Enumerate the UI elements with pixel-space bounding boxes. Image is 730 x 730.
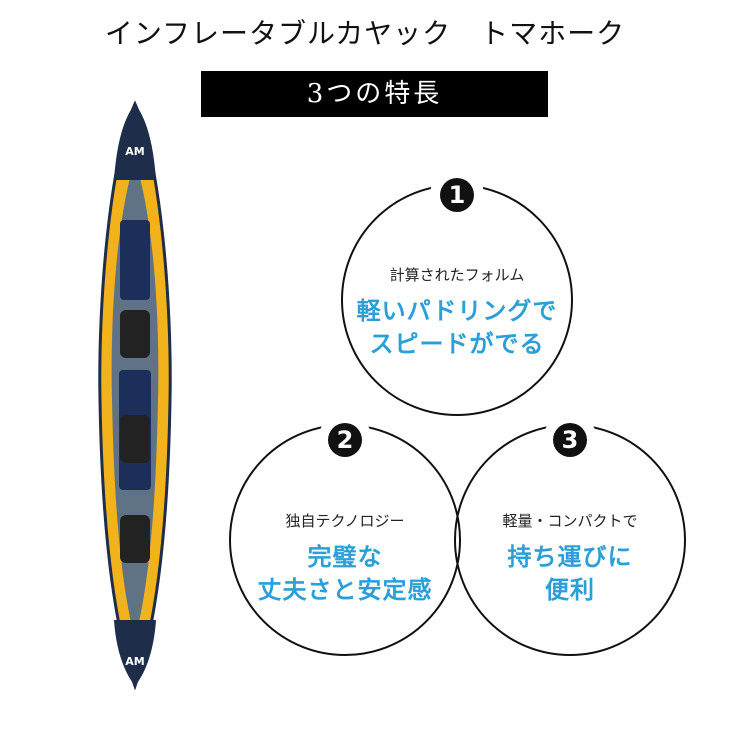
feature-headline-line1: 持ち運びに: [507, 543, 633, 571]
kayak-floor-pad: [120, 220, 150, 300]
feature-headline-line1: 完璧な: [307, 543, 383, 571]
number-badge-3: 3: [553, 423, 587, 457]
svg-text:AM: AM: [125, 145, 144, 158]
kayak-image: AM AM: [98, 100, 172, 690]
number-badge-2: 2: [328, 423, 362, 457]
feature-1: 計算されたフォルム 軽いパドリングで スピードがでる: [342, 264, 572, 361]
page-title: インフレータブルカヤック トマホーク: [104, 17, 626, 50]
feature-subtitle: 軽量・コンパクトで: [502, 512, 638, 530]
feature-subtitle: 独自テクノロジー: [285, 512, 405, 530]
svg-text:AM: AM: [125, 655, 144, 668]
feature-headline-line2: 丈夫さと安定感: [257, 576, 433, 604]
feature-headline-line2: 便利: [545, 576, 595, 604]
number-badge-1: 1: [440, 178, 474, 212]
kayak-seat: [120, 415, 150, 463]
feature-headline-line1: 軽いパドリングで: [356, 297, 558, 325]
feature-headline-line2: スピードがでる: [369, 330, 545, 358]
kayak-bow: [114, 104, 156, 180]
feature-3: 軽量・コンパクトで 持ち運びに 便利: [455, 510, 685, 607]
feature-2: 独自テクノロジー 完璧な 丈夫さと安定感: [230, 510, 460, 607]
kayak-seat: [120, 515, 150, 563]
kayak-seat: [120, 310, 150, 358]
kayak-stern: [114, 620, 156, 686]
feature-subtitle: 計算されたフォルム: [389, 266, 525, 284]
features-banner: 3つの特長: [201, 71, 548, 117]
